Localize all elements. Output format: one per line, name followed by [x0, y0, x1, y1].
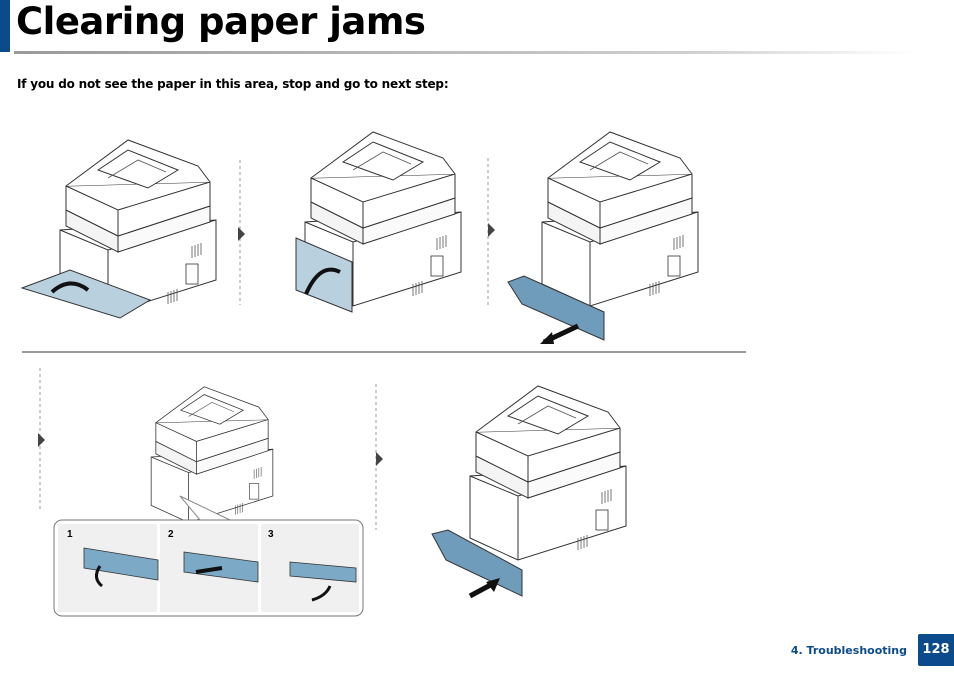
step-arrow-icon — [488, 223, 495, 237]
printer-step-3 — [541, 131, 699, 307]
paper-tray-pulled — [507, 275, 605, 341]
step-arrow-icon — [38, 433, 45, 447]
title-accent-bar — [0, 0, 10, 52]
front-cover-open — [295, 237, 353, 313]
paper-tray-inserted — [431, 529, 523, 597]
step-arrow-icon — [376, 452, 383, 466]
printer-step-4 — [150, 386, 274, 523]
step-arrow-icon — [238, 227, 245, 241]
title-underline — [14, 51, 914, 54]
instruction-text: If you do not see the paper in this area… — [17, 77, 449, 91]
inset-step-1: 1 — [67, 529, 73, 540]
inset-step-3: 3 — [268, 529, 274, 540]
curved-arrow — [304, 267, 341, 295]
footer-section: 4. Troubleshooting — [790, 644, 907, 657]
printer-step-5 — [469, 385, 627, 561]
page-title: Clearing paper jams — [16, 0, 426, 43]
manual-feeder-tray — [20, 269, 152, 319]
curved-arrow — [50, 281, 90, 294]
page-number-badge: 128 — [918, 634, 954, 666]
inset-step-2: 2 — [168, 529, 174, 540]
